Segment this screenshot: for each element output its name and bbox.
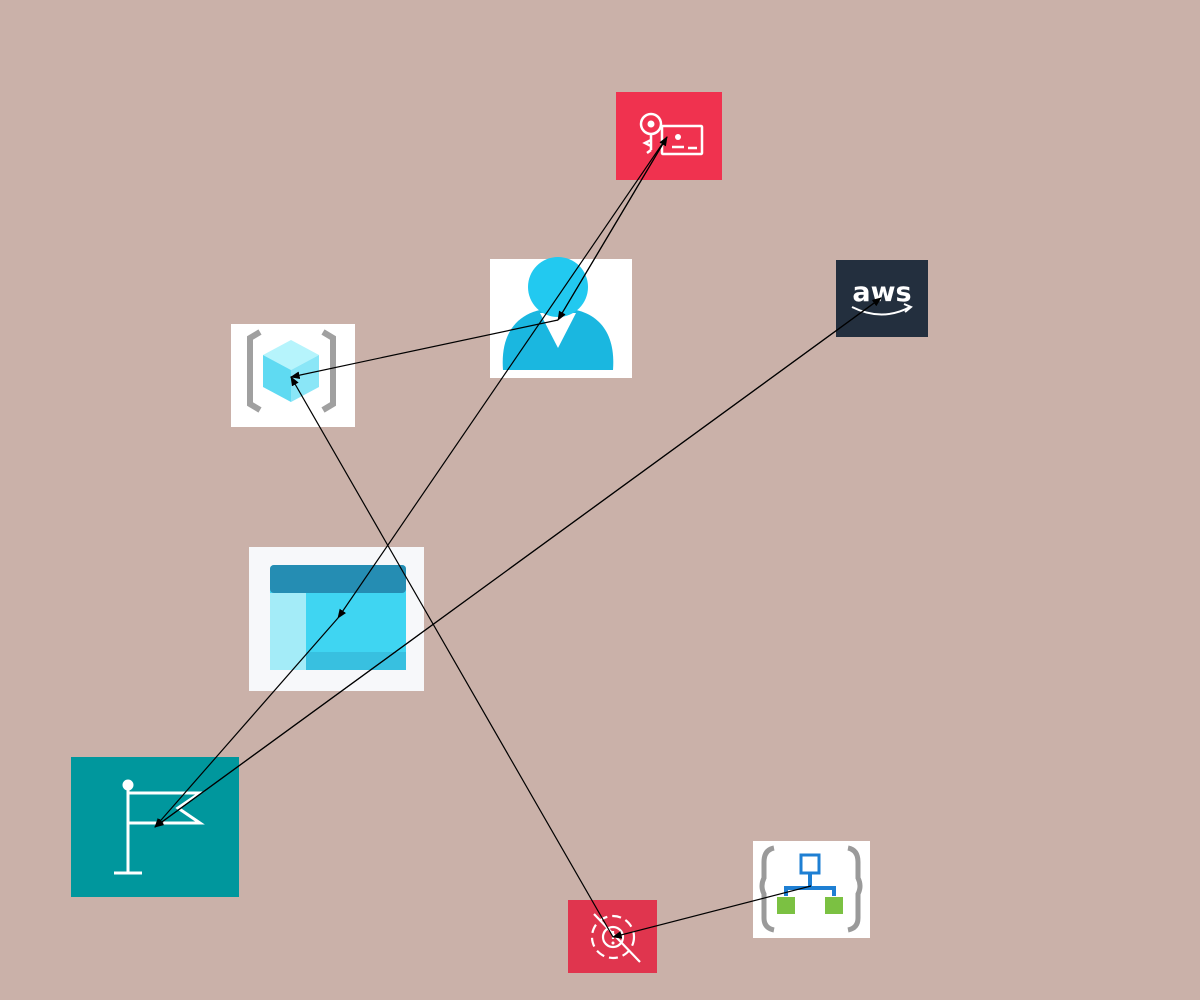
aws-label: aws (852, 277, 911, 308)
access-key-node[interactable] (616, 92, 722, 180)
resource-cube-icon (247, 329, 336, 413)
flag-icon (114, 779, 205, 875)
access-key-tile (616, 92, 722, 180)
user-node[interactable] (490, 257, 632, 378)
user-icon (502, 257, 614, 370)
flag-node[interactable] (71, 757, 239, 897)
aws-node[interactable]: aws (836, 260, 928, 337)
edge-key-card-to-window (337, 136, 668, 619)
edge-user-to-cube (290, 319, 559, 379)
edge-flag-to-aws (154, 297, 882, 828)
logic-app-icon (759, 845, 863, 933)
aws-logo-icon: aws (851, 277, 913, 316)
resource-cube-node[interactable] (231, 324, 355, 427)
edge-window-to-flag (154, 617, 339, 828)
logic-app-node[interactable] (753, 841, 870, 938)
edge-logic-to-target (612, 885, 812, 939)
edge-key-card-to-user (557, 136, 668, 321)
edge-target-to-cube (290, 376, 614, 938)
aws-tile (836, 260, 928, 337)
edges (154, 136, 882, 939)
